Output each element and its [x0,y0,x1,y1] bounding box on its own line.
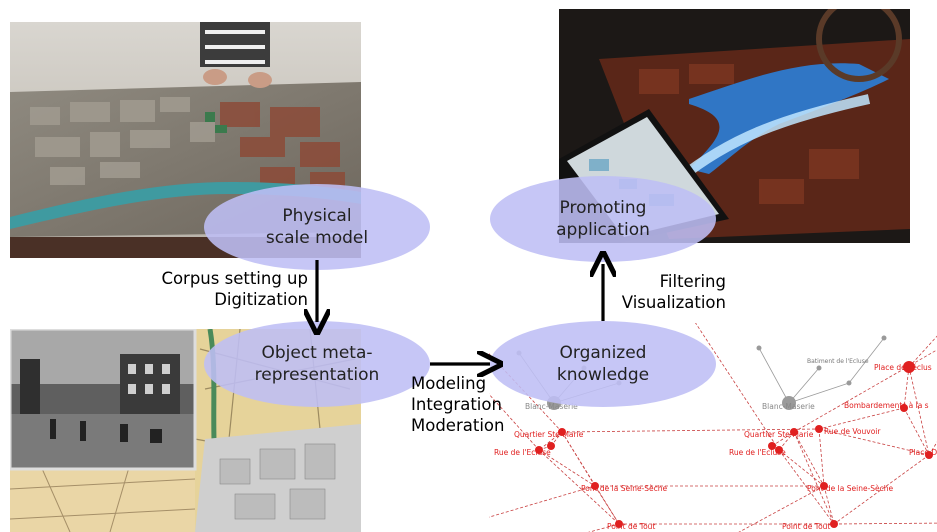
graph-node [830,520,838,528]
graph-labels: Place de l'éclus Bombardements à la s Ru… [494,358,937,531]
graph-label-point-left: Point de Tout [607,522,655,531]
graph-edge [818,428,825,487]
graph-label-point-right: Point de Tout [782,522,830,531]
graph-edge [823,485,835,525]
graph-gray-node [782,396,796,410]
graph-edge [793,431,835,525]
graph-label-quartier-left: Quartier Ste-Marie [514,430,584,439]
graph-node [790,428,798,436]
graph-edge [771,431,795,447]
graph-node [768,442,776,450]
graph-edge [818,407,905,430]
graph-edge [903,407,930,456]
graph-label-place-right: Place D [909,448,937,457]
knowledge-graph-panel: Place de l'éclus Bombardements à la s Ru… [489,323,937,532]
graph-edge [928,441,937,456]
graph-label-rue-right: Rue de l'Ecluse [729,448,786,457]
graph-label-pont-left: Pont de la Seine-Sèche [581,484,668,493]
graph-node [903,361,915,373]
graph-edge [833,454,930,525]
graph-edge [538,449,596,487]
graph-node [820,482,828,490]
graph-edge [561,428,820,433]
graph-edge [833,522,937,525]
graph-label-rue-left: Rue de l'Ecluse [494,448,551,457]
graph-node [925,451,933,459]
graph-gray-node [816,365,822,371]
graph-node [591,482,599,490]
graph-edge [594,485,620,525]
graph-node [900,404,908,412]
graph-label-blanc-left: Blanc-Maserie [525,402,578,411]
graph-gray-node [756,345,762,351]
graph-gray-edge [788,367,820,404]
graph-node [775,446,783,454]
graph-edge [908,366,930,456]
graph-gray-node [846,380,852,386]
graph-label-quartier-right: Quartier Ste-Marie [744,430,814,439]
graph-label-rue-vouvoir: Rue de Vouvoir [824,427,881,436]
graph-edge [903,366,910,409]
graph-edge [695,323,780,451]
graph-node [615,520,623,528]
graph-label-pont-right: Pont de la Seine-Sèche [807,484,894,493]
graph-label-place-ecluse: Place de l'éclus [874,363,932,372]
graph-edge [778,449,835,525]
graph-label-gray-top: Batiment de l'Ecluse [807,358,869,365]
graph-edge [818,428,930,456]
graph-gray-edge [848,337,885,384]
node-object-meta-representation: Object meta-representation [204,321,430,407]
graph-node [547,442,555,450]
graph-edge [778,431,795,451]
graph-label-bombardements: Bombardements à la s [844,401,929,410]
graph-edge [793,431,825,487]
graph-gray-edge [758,347,790,404]
graph-label-blanc-right: Blanc-Maserie [762,402,815,411]
graph-edge [489,485,596,518]
graph-node [558,428,566,436]
graph-edge [538,449,620,525]
graph-gray-edge [788,382,850,404]
graph-edge [587,523,620,532]
graph-node [815,425,823,433]
graph-node [535,446,543,454]
graph-gray-node [881,335,887,341]
